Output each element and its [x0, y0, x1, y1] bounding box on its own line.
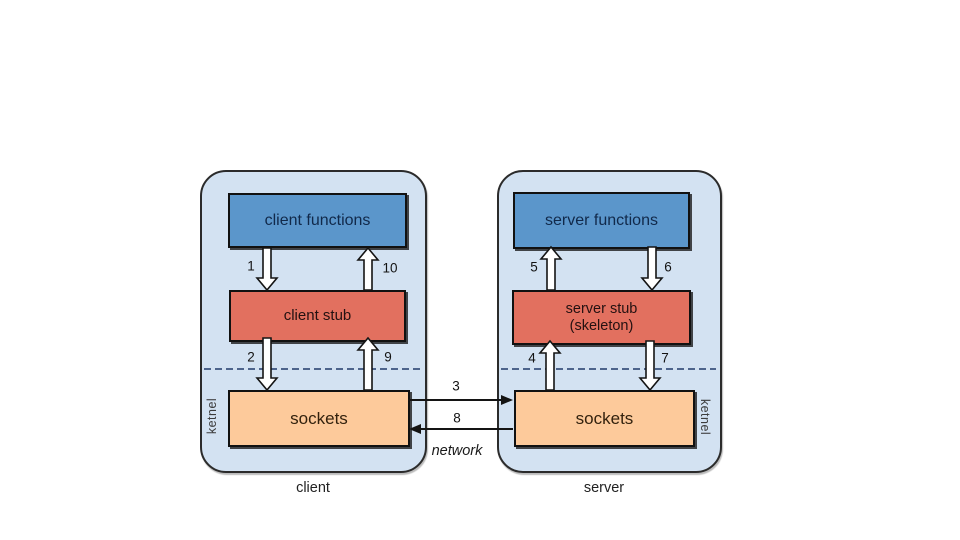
client-kernel-side-label: ketnel	[205, 397, 219, 435]
client-functions-label: client functions	[264, 211, 371, 229]
server-sockets-box: sockets	[514, 390, 695, 447]
step-label-8: 8	[453, 410, 461, 426]
step-label-7: 7	[661, 350, 669, 366]
step-label-4: 4	[528, 350, 536, 366]
server-stub-label-line2: (skeleton)	[569, 317, 634, 334]
client-sockets-box: sockets	[228, 390, 410, 447]
server-functions-box: server functions	[513, 192, 690, 249]
client-caption: client	[296, 480, 330, 496]
step-label-1: 1	[247, 258, 255, 274]
server-sockets-label: sockets	[575, 408, 634, 428]
client-sockets-label: sockets	[290, 408, 348, 428]
server-stub-box: server stub (skeleton)	[512, 290, 691, 345]
step-label-3: 3	[452, 378, 460, 394]
step-label-6: 6	[664, 259, 672, 275]
step-label-5: 5	[530, 259, 538, 275]
server-functions-label: server functions	[545, 211, 658, 229]
server-kernel-side-label: ketnel	[698, 398, 712, 436]
network-label: network	[431, 443, 483, 459]
server-stub-label-line1: server stub	[565, 300, 638, 317]
step-label-9: 9	[384, 349, 392, 365]
client-functions-box: client functions	[228, 193, 407, 248]
client-stub-label: client stub	[283, 307, 352, 324]
server-caption: server	[583, 480, 625, 496]
client-stub-box: client stub	[229, 290, 406, 342]
step-label-2: 2	[247, 349, 255, 365]
step-label-10: 10	[382, 260, 398, 276]
